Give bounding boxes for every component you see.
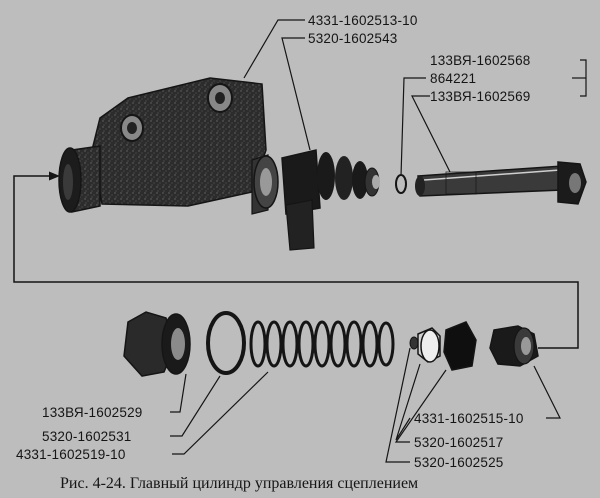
boot-and-nut (281, 149, 380, 251)
assembly-leader-frame (13, 171, 579, 349)
callout-label: 5320-1602543 (308, 31, 398, 46)
callout-label: 133ВЯ-1602529 (42, 405, 143, 420)
callout-label: 4331-1602519-10 (16, 447, 126, 462)
callout-label: 864221 (430, 71, 477, 86)
callout-label: 4331-1602513-10 (308, 13, 418, 28)
cylinder-body (58, 77, 279, 215)
callout-label: 4331-1602515-10 (414, 411, 524, 426)
pushrod-assembly (395, 161, 587, 205)
seal-ring (206, 311, 246, 375)
callout-label: 5320-1602531 (42, 429, 132, 444)
return-spring (249, 320, 395, 368)
figure-caption: Рис. 4-24. Главный цилиндр управления сц… (60, 475, 419, 492)
callout-label: 133ВЯ-1602568 (430, 53, 531, 68)
callout-leaders (170, 19, 587, 463)
callout-label: 5320-1602517 (414, 435, 504, 450)
piston-group (409, 321, 539, 371)
callout-label: 133ВЯ-1602569 (430, 89, 531, 104)
lower-nut (123, 311, 191, 377)
callout-label: 5320-1602525 (414, 455, 504, 470)
